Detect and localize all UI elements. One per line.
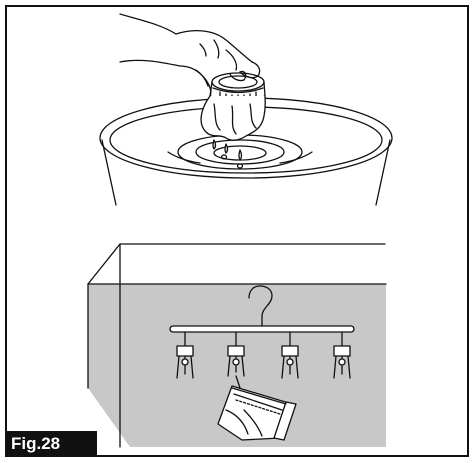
figure-label: Fig.28 (5, 431, 97, 457)
filter-cartridge-wet-icon (201, 73, 265, 140)
